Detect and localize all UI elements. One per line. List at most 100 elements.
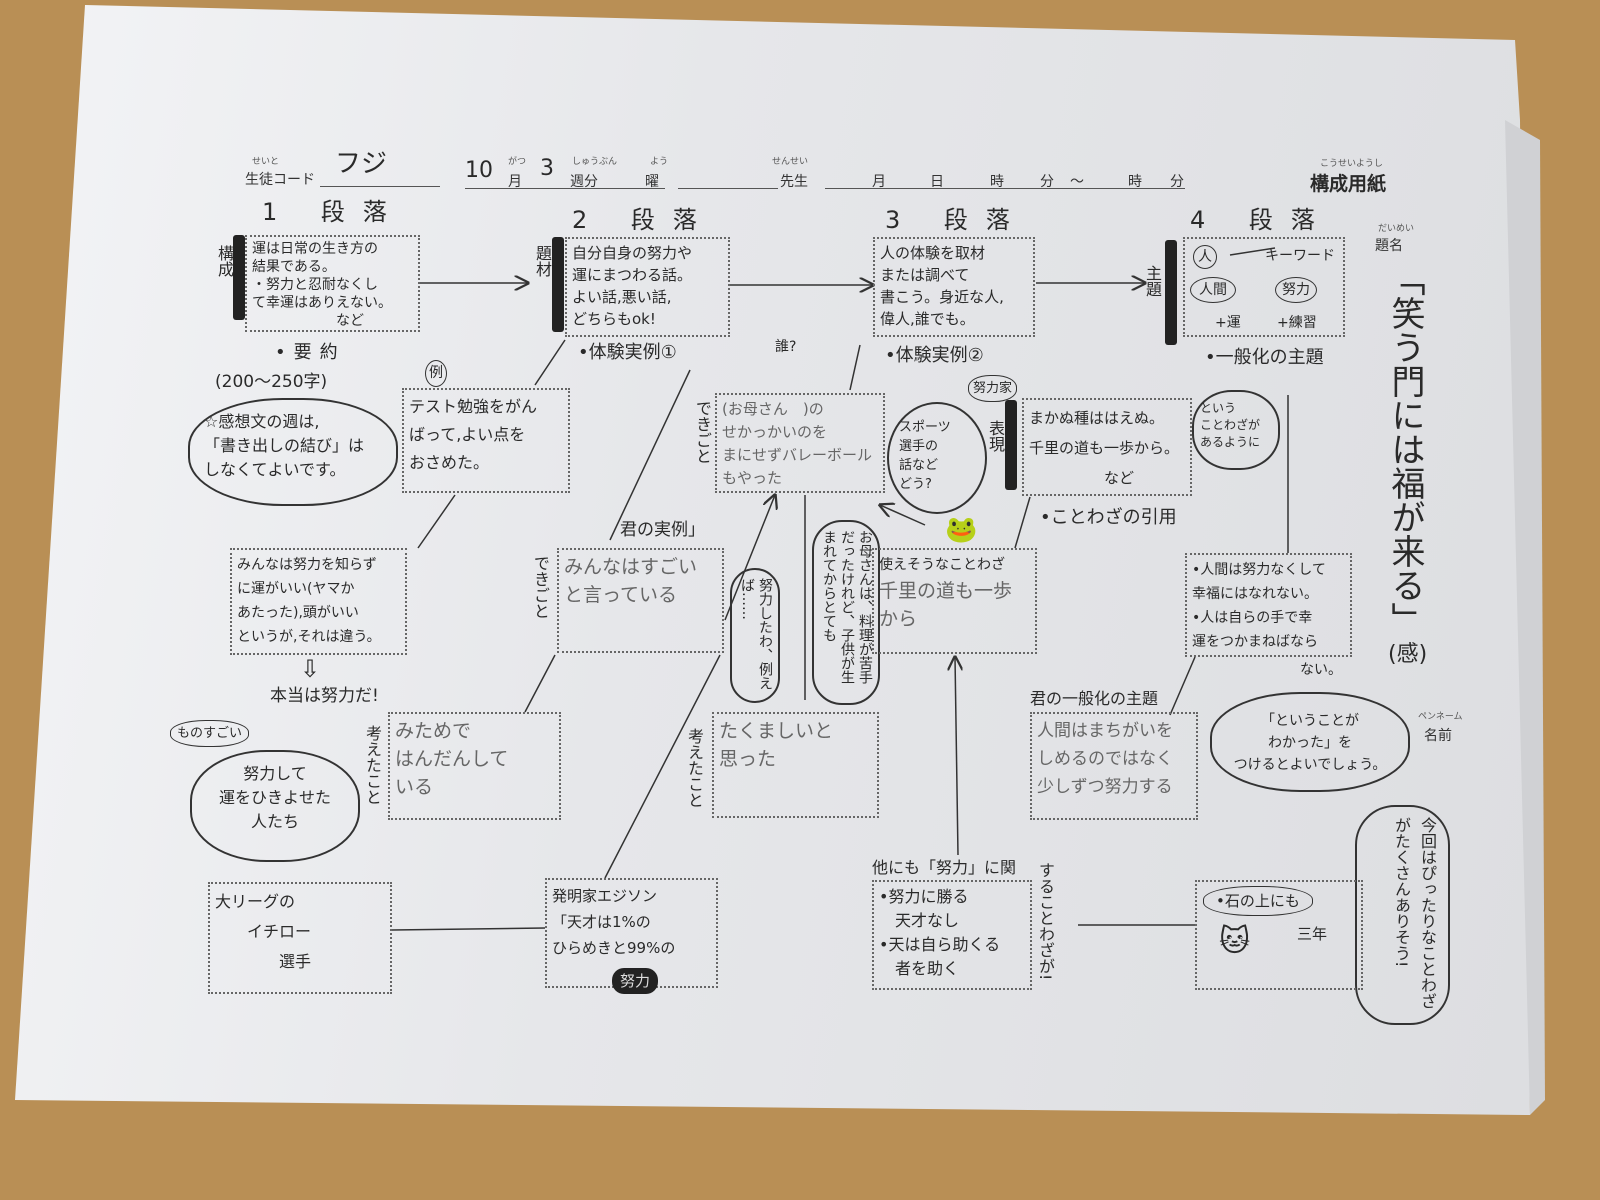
date-day-label: 日 (930, 174, 944, 190)
many-proverbs-cloud: 今回はぴったりなことわざがたくさんありそう! (1355, 805, 1450, 1025)
paragraph-2-heading: 2 段落 (572, 206, 715, 234)
thought-2-box[interactable]: たくましいと 思った (712, 712, 879, 818)
sports-speech-bubble: スポーツ 選手の 話など どう? (887, 402, 987, 514)
mother-speech-bubble: お母さんは、料理が苦手だったけれど、子供が生まれてからとても (812, 520, 880, 705)
month-label: 月 (508, 174, 522, 190)
paragraph-4-box[interactable]: 人 キーワード 人間 努力 +運 +練習 (1183, 237, 1345, 337)
your-general-label: 君の一般化の主題 (1030, 689, 1159, 708)
experience-1-label: •体験実例① (578, 342, 677, 363)
name-label: 名前 (1424, 728, 1452, 744)
side-label-composition: 構成 (215, 245, 234, 277)
teacher-label: 先生 (780, 174, 808, 190)
paragraph-3-box[interactable]: 人の体験を取材 または調べて 書こう。身近な人, 偉人,誰でも。 (873, 237, 1035, 337)
great-people-cloud: 努力して 運をひきよせた 人たち (190, 750, 360, 862)
other-proverbs-label: 他にも「努力」に関 (872, 858, 1017, 877)
minute-label: 分 (1170, 174, 1184, 190)
connector (417, 494, 456, 549)
underline (465, 188, 665, 189)
date-month-label: 月 (872, 174, 886, 190)
essay-title[interactable]: 「笑う門には福が来る」 (1385, 262, 1425, 636)
hour-label: 時 (1128, 174, 1142, 190)
keyword-effort: 努力 (1275, 277, 1317, 303)
effort-emphasis: 努力 (612, 968, 659, 994)
connector-arrow (955, 657, 958, 856)
misconception-box[interactable]: みんなは努力を知らず に運がいい(ヤマか あたった),頭がいい というが,それは… (230, 548, 407, 655)
conclusion-text: 本当は努力だ! (270, 686, 379, 706)
thought-label: 考えたこと (363, 725, 382, 805)
teacher-field[interactable] (678, 188, 778, 189)
hard-worker-tag: 努力家 (968, 375, 1018, 402)
student-code-label: 生徒コード (245, 172, 315, 188)
connector (391, 927, 546, 931)
week-label: 週分 (570, 174, 598, 190)
week-value[interactable]: 3 (540, 156, 554, 181)
thought-1-box[interactable]: みためで はんだんして いる (388, 712, 561, 820)
marker-bar (552, 237, 564, 332)
ichiro-box[interactable]: 大リーグの イチロー 選手 (208, 882, 392, 994)
your-example-label: 君の実例」 (620, 520, 705, 540)
side-label-theme: 主題 (1143, 265, 1162, 297)
summary-label: •要約 (275, 342, 346, 363)
student-code-value[interactable]: フジ (335, 149, 388, 179)
example-mark: 例 (425, 360, 447, 387)
keyword-luck: +運 (1215, 315, 1241, 331)
example-box[interactable]: テスト勉強をがん ばって,よい点を おさめた。 (402, 388, 570, 493)
stone-proverb-text: •石の上にも (1203, 886, 1313, 916)
other-proverbs-box[interactable]: •努力に勝る 天才なし •天は自ら助くる 者を助く (872, 880, 1032, 990)
note-cloud: ☆感想文の週は, 「書き出しの結び」は しなくてよいです。 (188, 398, 398, 506)
proverb-box[interactable]: まかぬ種ははえぬ。 千里の道も一歩から。 など (1022, 398, 1192, 496)
stone-proverb-box[interactable]: •石の上にも 三年 🐱 (1195, 880, 1363, 990)
event-label: できごと (531, 555, 550, 619)
other-proverbs-label-vertical: することわざが! (1036, 862, 1055, 981)
paragraph-2-box[interactable]: 自分自身の努力や 運にまつわる話。 よい話,悪い話, どちらもok! (565, 237, 730, 337)
your-general-box[interactable]: 人間はまちがいを しめるのではなく 少しずつ努力する (1030, 712, 1198, 820)
hint-cloud: 「ということが わかった」を つけるとよいでしょう。 (1210, 692, 1410, 792)
time-fields[interactable] (825, 188, 1185, 189)
ruby: せんせい (772, 157, 809, 167)
person-circle: 人 (1193, 245, 1217, 269)
minute-label: 分 (1040, 174, 1054, 190)
edison-text: 発明家エジソン 「天才は1%の ひらめきと99%の (552, 887, 676, 957)
who-mark: 誰? (775, 339, 797, 355)
experience-1-box[interactable]: (お母さん )の せかっかいのを まにせずバレーボール もやった (715, 393, 885, 493)
connector (609, 369, 691, 541)
down-arrow-icon: ⇩ (300, 655, 321, 683)
stone-proverb-tail: 三年 (1297, 925, 1328, 943)
human-theme-box[interactable]: •人間は努力なくして 幸福にはなれない。 •人は自らの手で幸 運をつかまねばなら (1185, 553, 1352, 657)
connector (534, 339, 566, 386)
connector (524, 654, 556, 713)
usable-proverb-text: 千里の道も一歩から (879, 580, 1013, 630)
generalized-theme-label: •一般化の主題 (1205, 347, 1324, 368)
summary-range: (200〜250字) (215, 372, 328, 392)
experience-2-label: •体験実例② (885, 345, 984, 366)
range-tilde: 〜 (1070, 174, 1084, 190)
usable-proverb-label: 使えそうなことわざ (879, 557, 1005, 573)
ruby: だいめい (1378, 224, 1415, 234)
ruby: しゅうぶん (572, 157, 618, 167)
ruby: がつ (508, 157, 527, 167)
ruby: こうせいようし (1320, 159, 1383, 169)
paragraph-1-box[interactable]: 運は日常の生き方の 結果である。 ・努力と忍耐なくし て幸運はありえない。 など (245, 235, 420, 332)
connector (604, 654, 721, 879)
ruby: せいと (252, 157, 280, 167)
keyword-human: 人間 (1190, 277, 1236, 303)
your-example-box[interactable]: みんなはすごい と言っている (557, 548, 724, 653)
connector (1229, 247, 1276, 256)
paragraph-4-heading: 4 段落 (1190, 206, 1333, 234)
usable-proverb-box[interactable]: 使えそうなことわざ 千里の道も一歩から (872, 548, 1037, 654)
month-value[interactable]: 10 (465, 158, 493, 183)
title-label: 題名 (1375, 238, 1403, 254)
proverb-citation-label: •ことわざの引用 (1040, 507, 1177, 528)
event-label: できごと (693, 400, 712, 464)
edison-box[interactable]: 発明家エジソン 「天才は1%の ひらめきと99%の 努力 (545, 878, 718, 994)
paragraph-1-heading: 1 段落 (262, 198, 405, 226)
marker-bar (233, 235, 245, 320)
marker-bar (1005, 400, 1017, 490)
underline (320, 186, 440, 187)
frog-icon: 🐸 (945, 515, 978, 545)
effort-speech-bubble: 努力したわ、例えば…… (730, 568, 780, 703)
great-tag: ものすごい (170, 720, 250, 747)
side-label-material: 題材 (533, 245, 552, 277)
